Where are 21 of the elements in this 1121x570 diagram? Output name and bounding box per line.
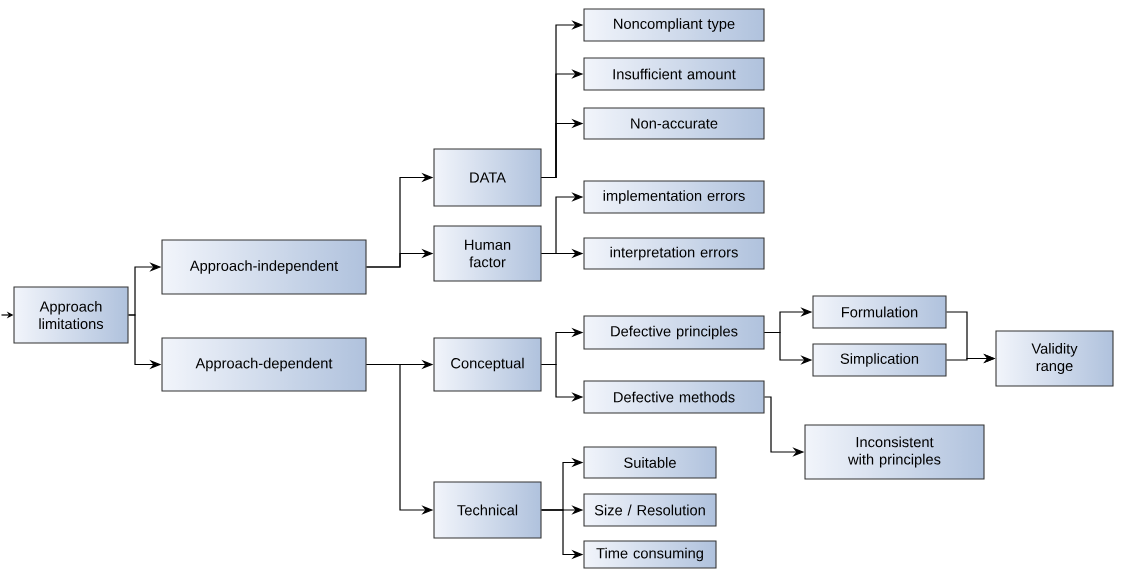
process-box: DATA	[433, 148, 542, 207]
process-box: Defective methods	[583, 380, 765, 414]
process-box: Insufficient amount	[583, 57, 765, 91]
process-box: Conceptual	[433, 337, 542, 392]
process-box: Formulation	[812, 295, 947, 329]
process-box: interpretation errors	[583, 237, 765, 270]
process-box: Simplication	[812, 343, 947, 377]
process-box: Time consuming	[583, 540, 717, 569]
process-box: Validity range	[995, 330, 1114, 387]
process-box: Suitable	[583, 446, 717, 479]
process-box: Defective principles	[583, 315, 765, 350]
process-box: Size / Resolution	[583, 493, 717, 527]
process-box: Inconsistent with principles	[804, 424, 985, 480]
process-box: Technical	[433, 481, 542, 539]
process-box: Noncompliant type	[583, 8, 765, 42]
process-box: implementation errors	[583, 180, 765, 214]
process-box: Approach limitations	[13, 286, 129, 344]
process-box: Human factor	[433, 225, 542, 282]
process-box: Approach-dependent	[161, 337, 367, 392]
process-box: Non-accurate	[583, 107, 765, 140]
process-box: Approach-independent	[161, 239, 367, 295]
